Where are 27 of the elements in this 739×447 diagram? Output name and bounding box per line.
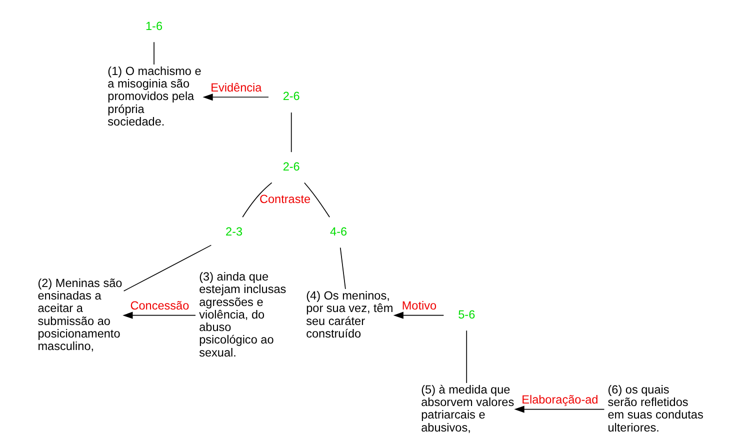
node-text: (6) os quais serão refletidos em suas condutas ulteriores.: [608, 383, 704, 434]
node-text: 5-6: [458, 308, 476, 322]
edge-label: Elaboração-ad: [522, 394, 598, 407]
node-text: 4-6: [330, 225, 348, 238]
connector: [304, 182, 330, 218]
node-text: 1-6: [146, 20, 163, 33]
arrow: [122, 312, 196, 319]
arrow: [202, 94, 269, 101]
node-text: 2-6: [282, 90, 300, 104]
node-text: (2) Meninas são ensinadas a aceitar a submissão ao posicionamento masculino,: [38, 276, 122, 354]
edge-label: Evidência: [210, 81, 262, 94]
connector: [340, 247, 346, 290]
node-text: (3) ainda que estejam inclusas agressões e violência, do abuso psicológico ao sexual.: [199, 270, 286, 360]
node-text: (1) O machismo e a misoginia são promovidos pela própria sociedade.: [108, 64, 202, 129]
node-text: (5) à medida que absorvem valores patriarcais e abusivos,: [421, 383, 514, 434]
edge-label: Contraste: [259, 193, 311, 206]
edge-label: Concessão: [130, 300, 190, 313]
connector: [123, 244, 212, 292]
node-text: 2-3: [226, 225, 243, 238]
connector: [466, 330, 468, 384]
arrow: [393, 312, 444, 319]
connector: [290, 112, 292, 152]
arrow: [514, 406, 605, 413]
connector: [242, 182, 272, 218]
node-text: (4) Os meninos, por sua vez, têm seu caráter construído: [306, 290, 394, 340]
edge-label: Motivo: [402, 300, 437, 313]
node-text: 2-6: [282, 160, 300, 174]
